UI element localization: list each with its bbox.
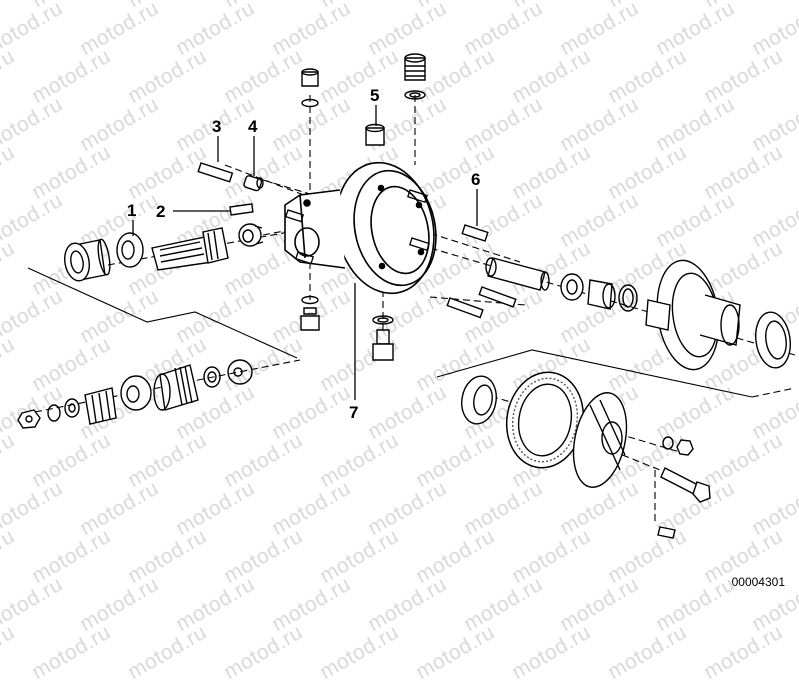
diff-carrier [572, 392, 628, 488]
spacer-tube [485, 257, 550, 291]
threaded-ring [153, 364, 199, 411]
watermark-text: motod.ru [604, 620, 691, 684]
part-5-breather [365, 123, 385, 146]
callout-3: 3 [212, 117, 222, 136]
top-plug-left [301, 68, 319, 108]
top-plug-right [404, 53, 426, 100]
housing-studs [285, 189, 430, 265]
pinion-shaft [151, 227, 229, 271]
callout-2: 2 [156, 202, 166, 221]
bottom-bolt-right [372, 315, 394, 361]
washer-small-2 [64, 398, 80, 418]
callout-4: 4 [248, 117, 258, 136]
small-screw [657, 526, 676, 539]
bush [587, 279, 616, 310]
washer-1 [116, 232, 144, 268]
bolt-diff [660, 467, 711, 503]
bearing-1 [64, 238, 111, 282]
spline-coupling [84, 387, 117, 425]
drawing-number: 00004301 [731, 575, 785, 589]
nut-lower [17, 409, 41, 429]
watermark-text: motod.ru [316, 620, 403, 684]
seal-ring [461, 375, 497, 425]
pins [446, 286, 517, 319]
stud-2 [229, 203, 254, 216]
housing [284, 161, 437, 295]
watermark-text: motod.ru [508, 620, 595, 684]
bearing-right [755, 311, 791, 369]
watermark-text: motod.ru [412, 620, 499, 684]
callout-7: 7 [349, 403, 359, 422]
bottom-bolt-left [300, 295, 320, 331]
collar [560, 273, 584, 301]
callout-5: 5 [370, 86, 380, 105]
watermark-text: motod.ru [700, 620, 787, 684]
gasket [505, 371, 585, 469]
sleeve-4 [243, 175, 264, 192]
washer-small [47, 404, 61, 422]
pinion-nut [238, 223, 264, 247]
callout-leaders [132, 105, 478, 400]
watermark-text: motod.ru [124, 620, 211, 684]
ring-small [203, 366, 221, 388]
stud-3 [197, 162, 234, 183]
washer-large [227, 359, 253, 385]
callout-1: 1 [127, 201, 137, 220]
ring-right [618, 284, 638, 312]
diagram-drawing [17, 53, 796, 539]
watermark-text: motod.ru [28, 620, 115, 684]
watermark-text: motod.ru [220, 620, 307, 684]
callout-6: 6 [471, 170, 481, 189]
cup-bearing [120, 375, 152, 411]
bracket-lines [27, 267, 796, 398]
washer-nut-diff [662, 436, 694, 456]
crown-wheel [645, 259, 741, 371]
stud-6 [461, 224, 489, 242]
watermark-text: motod.ru [0, 620, 19, 684]
